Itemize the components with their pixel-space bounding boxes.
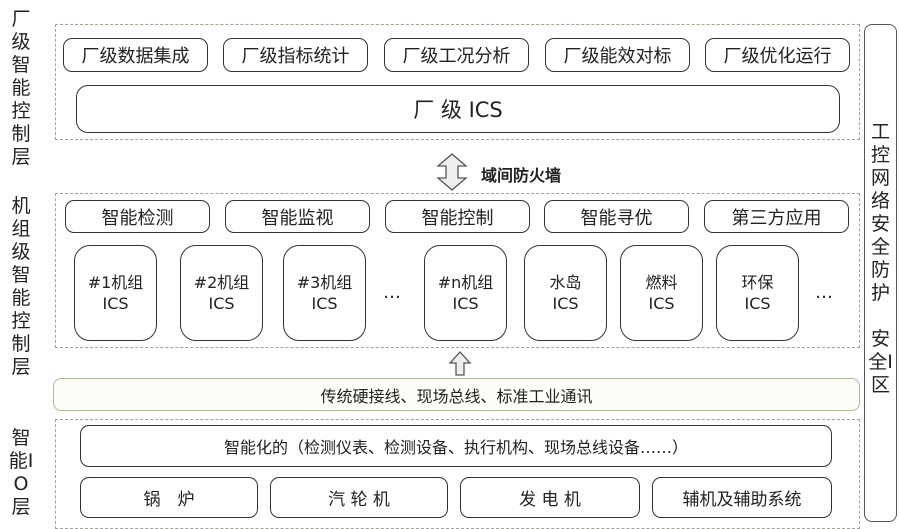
plant-layer-region	[55, 24, 860, 140]
unit-app-box: 智能控制	[385, 200, 530, 233]
equipment-box: 辅机及辅助系统	[652, 477, 832, 518]
unit-layer-label: 机组级智能控制层	[11, 195, 31, 378]
unit-app-box: 第三方应用	[704, 200, 849, 233]
plant-app-box: 厂级数据集成	[63, 38, 208, 72]
bidirectional-arrow-icon	[436, 153, 468, 191]
equipment-box: 发 电 机	[460, 477, 640, 518]
unit-ics-box: #n机组 ICS	[424, 245, 507, 341]
unit-ics-box: #1机组 ICS	[74, 245, 157, 341]
unit-ics-box: 环保 ICS	[716, 245, 799, 341]
plant-layer-label: 厂级智能控制层	[11, 8, 31, 168]
unit-ics-box: 水岛 ICS	[524, 245, 607, 341]
communication-bar: 传统硬接线、现场总线、标准工业通讯	[53, 378, 860, 411]
unit-ics-box: #2机组 ICS	[180, 245, 263, 341]
unit-app-box: 智能寻优	[544, 200, 689, 233]
plant-app-box: 厂级指标统计	[223, 38, 368, 72]
unit-app-box: 智能检测	[65, 200, 210, 233]
unit-app-box: 智能监视	[225, 200, 370, 233]
ellipsis: …	[383, 282, 401, 303]
plant-ics-box: 厂 级 ICS	[76, 85, 840, 133]
ellipsis: …	[815, 282, 833, 303]
equipment-box: 汽 轮 机	[270, 477, 448, 518]
plant-app-box: 厂级优化运行	[705, 38, 850, 72]
plant-app-box: 厂级工况分析	[384, 38, 529, 72]
smart-devices-box: 智能化的（检测仪表、检测设备、执行机构、现场总线设备……）	[80, 425, 832, 467]
unit-ics-box: 燃料 ICS	[620, 245, 703, 341]
unit-ics-box: #3机组 ICS	[283, 245, 366, 341]
equipment-box: 锅 炉	[80, 477, 258, 518]
unit-layer-region	[55, 193, 860, 348]
up-arrow-icon	[448, 351, 472, 376]
firewall-label: 域间防火墙	[481, 166, 562, 185]
plant-app-box: 厂级能效对标	[545, 38, 690, 72]
io-layer-label: 智能IO层	[8, 427, 34, 518]
security-zone-column: 工控网络安全防护 安全Ⅰ区	[864, 24, 897, 522]
